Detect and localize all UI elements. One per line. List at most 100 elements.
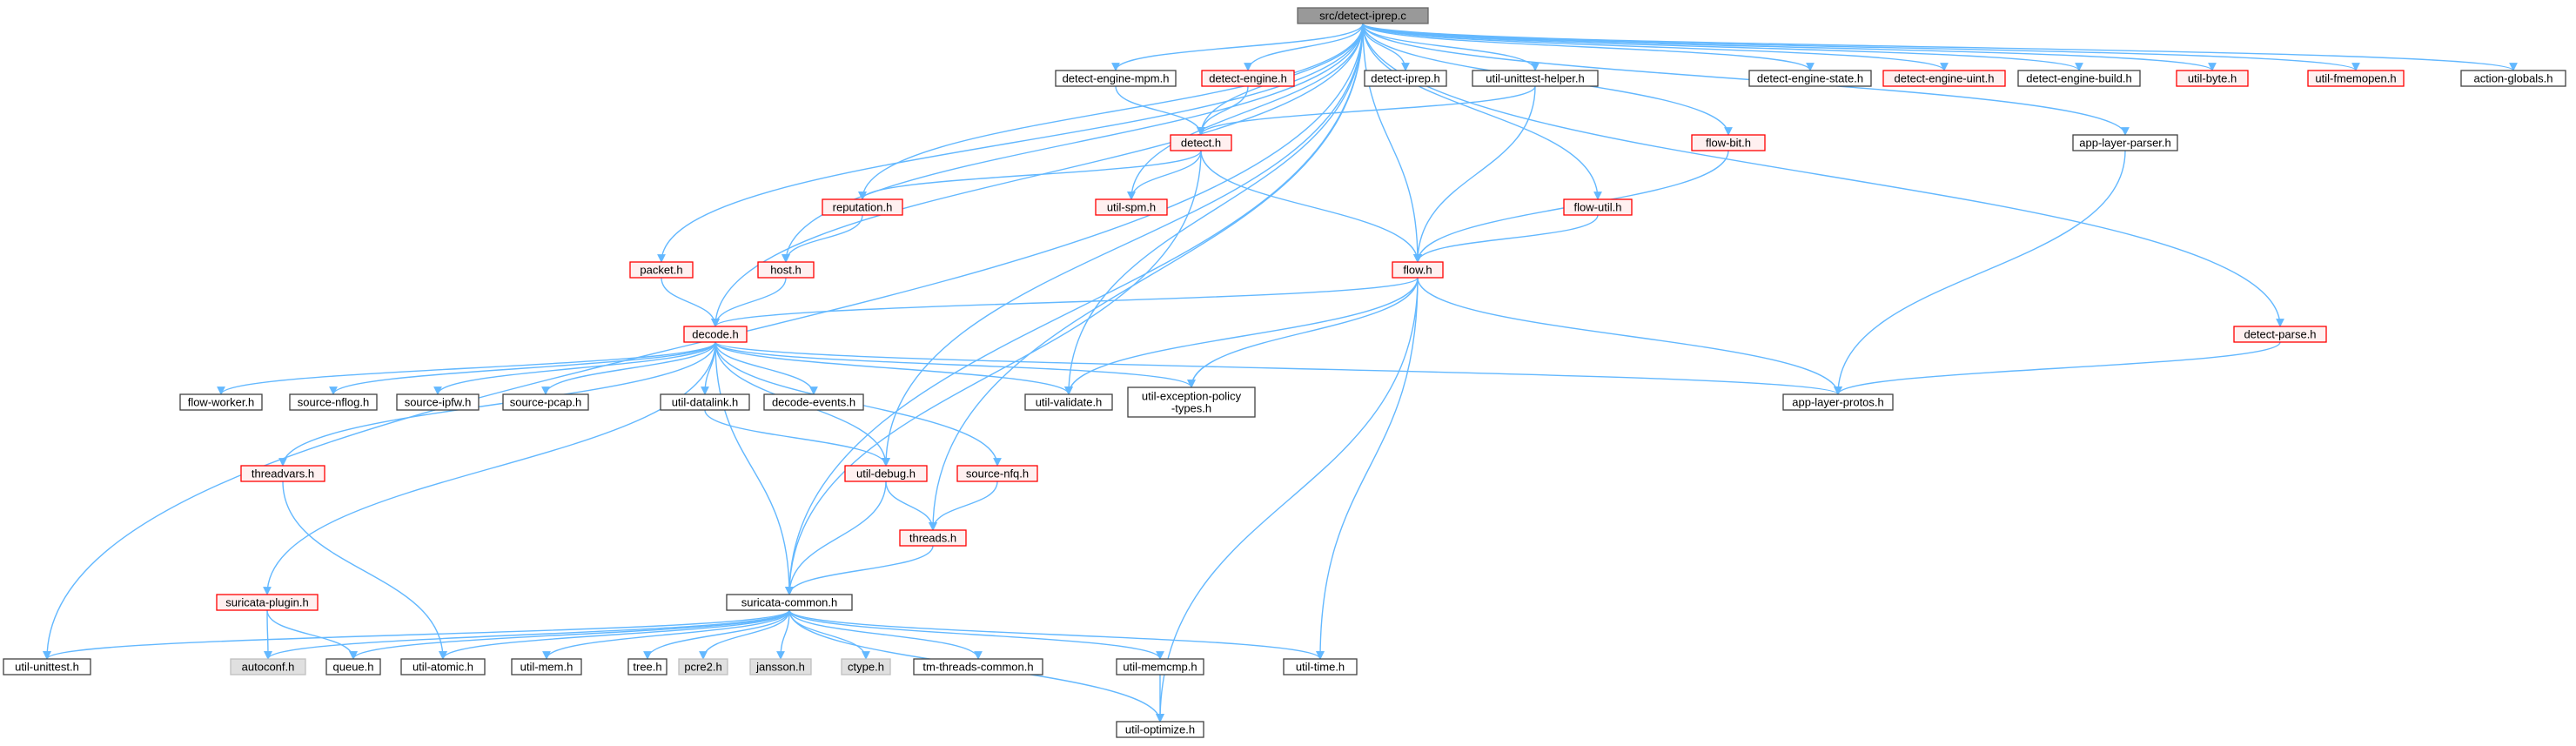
node-util-atomic[interactable]: util-atomic.h: [400, 658, 486, 675]
node-util-datalink[interactable]: util-datalink.h: [660, 393, 750, 411]
node-util-mem[interactable]: util-mem.h: [511, 658, 582, 675]
node-action-globals[interactable]: action-globals.h: [2460, 70, 2566, 87]
edge-suricata-common-to-util-unittest: [43, 609, 790, 660]
node-host[interactable]: host.h: [757, 261, 815, 279]
node-box-util-debug: [844, 465, 928, 482]
edge-threads-to-suricata-common: [785, 545, 934, 595]
edge-decode-to-source-pcap: [541, 341, 716, 395]
node-suricata-common[interactable]: suricata-common.h: [726, 594, 853, 611]
node-flow-bit[interactable]: flow-bit.h: [1691, 134, 1766, 151]
node-util-fmemopen[interactable]: util-fmemopen.h: [2307, 70, 2405, 87]
node-flow[interactable]: flow.h: [1392, 261, 1444, 279]
node-detect-parse[interactable]: detect-parse.h: [2233, 326, 2327, 343]
node-box-packet: [629, 261, 694, 279]
edge-detect-to-reputation: [858, 150, 1202, 200]
node-tree[interactable]: tree.h: [627, 658, 667, 675]
node-util-unittest[interactable]: util-unittest.h: [3, 658, 91, 675]
node-box-ctype: [841, 658, 891, 675]
node-jansson[interactable]: jansson.h: [749, 658, 812, 675]
node-label-reputation: reputation.h: [833, 201, 893, 214]
node-label-tree: tree.h: [633, 661, 661, 674]
node-label-util-debug: util-debug.h: [856, 467, 916, 481]
node-detect-engine-mpm[interactable]: detect-engine-mpm.h: [1055, 70, 1177, 87]
node-source-nfq[interactable]: source-nfq.h: [956, 465, 1038, 482]
node-pcre2[interactable]: pcre2.h: [678, 658, 728, 675]
node-label-flow-util: flow-util.h: [1574, 201, 1622, 214]
node-box-tm-threads-common: [913, 658, 1043, 675]
node-box-app-layer-parser: [2072, 134, 2178, 151]
edge-root-to-detect-engine-state: [1362, 23, 1815, 71]
edge-suricata-common-to-queue: [349, 609, 790, 660]
node-root[interactable]: src/detect-iprep.c: [1297, 7, 1429, 24]
node-detect-engine-build[interactable]: detect-engine-build.h: [2017, 70, 2141, 87]
node-label-root: src/detect-iprep.c: [1319, 10, 1406, 23]
node-tm-threads-common[interactable]: tm-threads-common.h: [913, 658, 1043, 675]
node-source-pcap[interactable]: source-pcap.h: [502, 393, 589, 411]
edge-root-to-app-layer-parser: [1362, 23, 2130, 136]
node-detect-engine[interactable]: detect-engine.h: [1201, 70, 1295, 87]
node-util-optimize[interactable]: util-optimize.h: [1116, 721, 1204, 738]
node-detect-iprep[interactable]: detect-iprep.h: [1364, 70, 1447, 87]
edge-detect-to-util-spm: [1127, 150, 1202, 200]
node-app-layer-parser[interactable]: app-layer-parser.h: [2072, 134, 2178, 151]
edge-decode-to-decode-events: [714, 341, 818, 395]
node-label-jansson: jansson.h: [755, 661, 805, 674]
node-label-autoconf: autoconf.h: [242, 661, 295, 674]
edge-root-to-flow-util: [1362, 23, 1602, 200]
edge-util-unittest-helper-to-detect: [1197, 85, 1536, 136]
node-label-decode-events: decode-events.h: [772, 396, 855, 409]
node-reputation[interactable]: reputation.h: [822, 198, 903, 216]
edge-util-debug-to-threads: [885, 481, 937, 531]
node-util-exception-policy-types[interactable]: util-exception-policy-types.h: [1127, 386, 1256, 418]
edge-flow-to-util-time: [1316, 277, 1419, 660]
node-box-util-unittest-helper: [1472, 70, 1599, 87]
node-box-util-unittest: [3, 658, 91, 675]
edge-suricata-common-to-util-memcmp: [788, 609, 1164, 660]
node-threadvars[interactable]: threadvars.h: [240, 465, 325, 482]
node-source-ipfw[interactable]: source-ipfw.h: [396, 393, 480, 411]
node-threads[interactable]: threads.h: [899, 529, 967, 547]
node-queue[interactable]: queue.h: [325, 658, 381, 675]
node-detect[interactable]: detect.h: [1170, 134, 1232, 151]
edge-flow-to-decode: [711, 277, 1419, 327]
node-decode-events[interactable]: decode-events.h: [763, 393, 864, 411]
node-util-time[interactable]: util-time.h: [1283, 658, 1358, 675]
node-flow-worker[interactable]: flow-worker.h: [179, 393, 263, 411]
node-util-unittest-helper[interactable]: util-unittest-helper.h: [1472, 70, 1599, 87]
node-flow-util[interactable]: flow-util.h: [1563, 198, 1633, 216]
node-box-pcre2: [678, 658, 728, 675]
node-util-validate[interactable]: util-validate.h: [1024, 393, 1113, 411]
node-util-memcmp[interactable]: util-memcmp.h: [1116, 658, 1204, 675]
edge-suricata-common-to-tree: [643, 609, 790, 660]
edge-root-to-detect-engine-build: [1362, 23, 2083, 71]
node-label-queue: queue.h: [333, 661, 374, 674]
edge-source-nfq-to-threads: [929, 481, 998, 531]
node-label-util-exception-policy-types: -types.h: [1171, 402, 1211, 415]
edge-root-to-packet: [657, 23, 1364, 263]
node-detect-engine-state[interactable]: detect-engine-state.h: [1748, 70, 1872, 87]
node-box-util-mem: [511, 658, 582, 675]
node-box-source-nflog: [289, 393, 378, 411]
node-box-detect-engine: [1201, 70, 1295, 87]
node-app-layer-protos[interactable]: app-layer-protos.h: [1782, 393, 1894, 411]
node-label-detect: detect.h: [1181, 137, 1221, 150]
node-decode[interactable]: decode.h: [683, 326, 748, 343]
node-ctype[interactable]: ctype.h: [841, 658, 891, 675]
node-detect-engine-uint[interactable]: detect-engine-uint.h: [1882, 70, 2006, 87]
node-autoconf[interactable]: autoconf.h: [230, 658, 306, 675]
node-source-nflog[interactable]: source-nflog.h: [289, 393, 378, 411]
node-suricata-plugin[interactable]: suricata-plugin.h: [216, 594, 319, 611]
edge-root-to-detect-parse: [1362, 23, 2284, 327]
node-box-decode-events: [763, 393, 864, 411]
edge-root-to-host: [782, 23, 1364, 263]
node-label-flow-worker: flow-worker.h: [188, 396, 255, 409]
node-util-spm[interactable]: util-spm.h: [1095, 198, 1168, 216]
node-label-pcre2: pcre2.h: [684, 661, 721, 674]
node-packet[interactable]: packet.h: [629, 261, 694, 279]
node-util-byte[interactable]: util-byte.h: [2176, 70, 2249, 87]
edge-root-to-detect-engine-uint: [1362, 23, 1949, 71]
node-util-debug[interactable]: util-debug.h: [844, 465, 928, 482]
edge-root-to-util-spm: [1127, 23, 1364, 200]
edge-flow-to-util-exception-policy-types: [1187, 277, 1419, 388]
node-label-app-layer-protos: app-layer-protos.h: [1792, 396, 1884, 409]
